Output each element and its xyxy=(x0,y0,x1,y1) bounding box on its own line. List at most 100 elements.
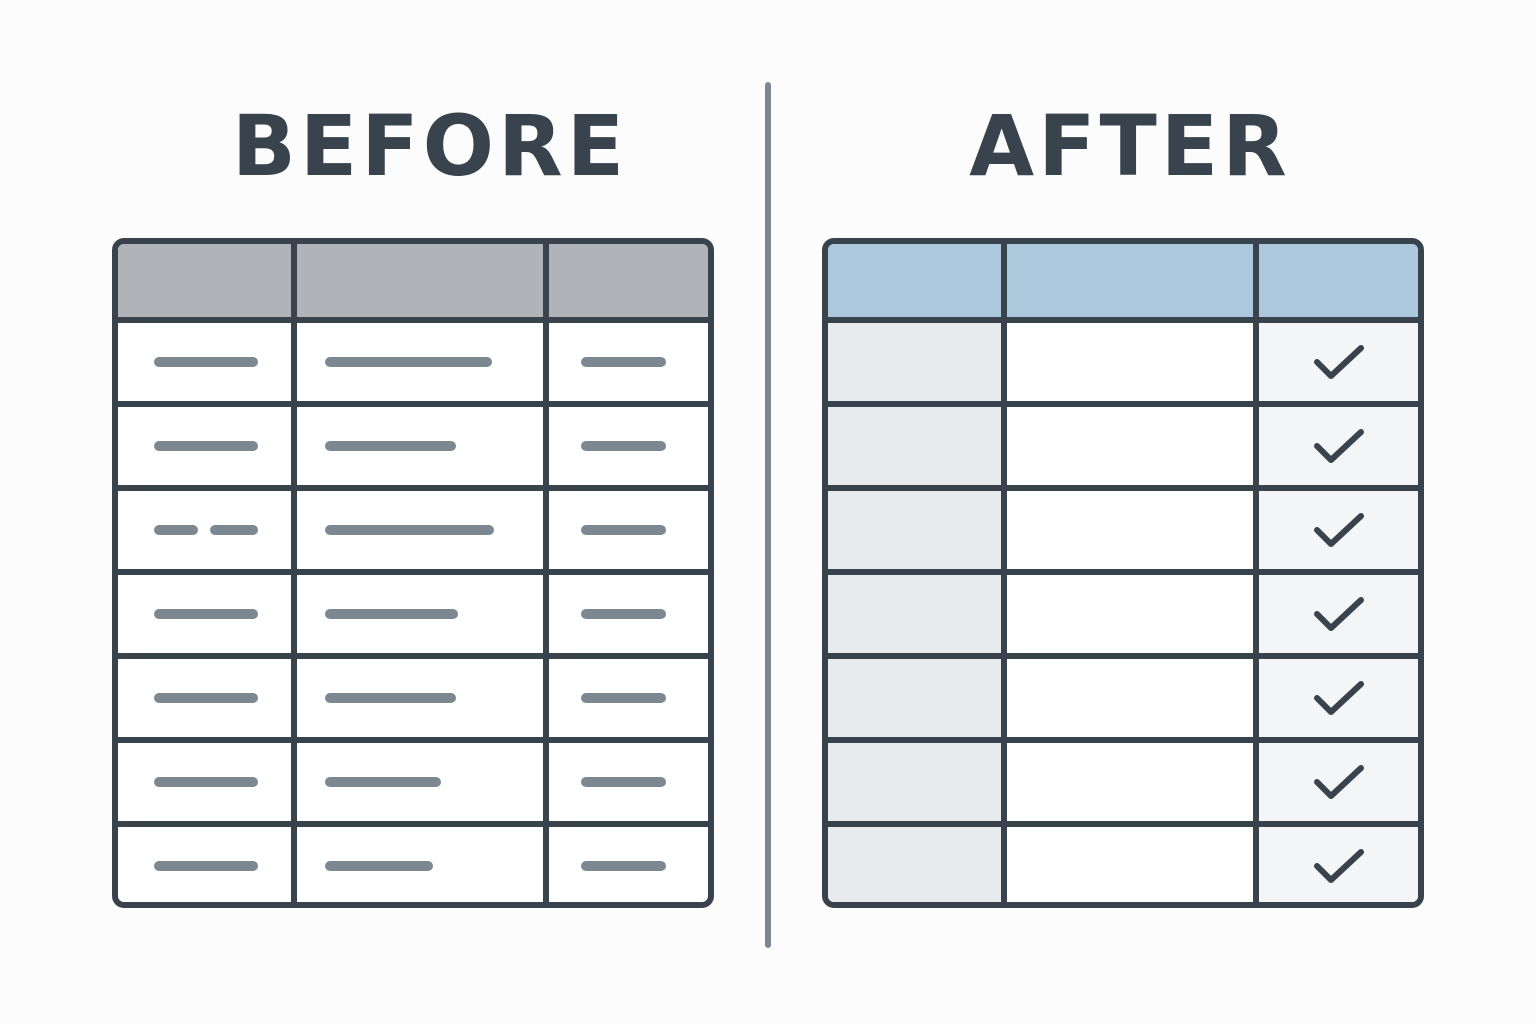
row-divider xyxy=(828,737,1418,743)
text-placeholder-bar xyxy=(154,861,258,871)
header-row xyxy=(828,244,1418,317)
text-placeholder-bar xyxy=(581,693,666,703)
center-divider xyxy=(765,82,771,948)
text-placeholder-bar xyxy=(581,861,666,871)
table-cell xyxy=(828,491,1001,569)
text-placeholder-bar xyxy=(154,525,198,535)
table-cell xyxy=(118,323,291,401)
table-cell xyxy=(297,407,543,485)
table-cell xyxy=(549,575,708,653)
table-cell xyxy=(1259,659,1418,737)
text-placeholder-bar xyxy=(325,357,492,367)
table-row xyxy=(828,323,1418,401)
table-cell xyxy=(297,743,543,821)
table-cell xyxy=(549,323,708,401)
table-row xyxy=(118,323,708,401)
row-divider xyxy=(828,401,1418,407)
checkmark-icon xyxy=(1311,592,1367,636)
table-cell xyxy=(118,407,291,485)
table-cell xyxy=(549,491,708,569)
table-cell xyxy=(297,575,543,653)
table-row xyxy=(118,743,708,821)
row-divider xyxy=(118,653,708,659)
text-placeholder-bar xyxy=(154,441,258,451)
table-cell xyxy=(828,743,1001,821)
header-divider xyxy=(828,317,1418,323)
text-placeholder-bar xyxy=(325,861,433,871)
row-divider xyxy=(118,569,708,575)
text-placeholder-bar xyxy=(325,609,458,619)
text-placeholder-bar xyxy=(210,525,258,535)
table-cell xyxy=(1007,407,1253,485)
after-title: AFTER xyxy=(969,97,1291,195)
table-cell xyxy=(297,491,543,569)
table-cell xyxy=(549,743,708,821)
row-divider xyxy=(118,821,708,827)
table-cell xyxy=(297,827,543,902)
table-cell xyxy=(549,659,708,737)
text-placeholder-bar xyxy=(325,693,456,703)
table-row xyxy=(828,407,1418,485)
table-row xyxy=(118,827,708,902)
table-row xyxy=(118,407,708,485)
row-divider xyxy=(118,401,708,407)
text-placeholder-bar xyxy=(581,777,666,787)
after-table xyxy=(822,238,1424,908)
column-divider xyxy=(543,244,549,902)
row-divider xyxy=(118,737,708,743)
column-divider xyxy=(291,244,297,902)
row-divider xyxy=(828,653,1418,659)
table-cell xyxy=(1259,491,1418,569)
table-cell xyxy=(1007,659,1253,737)
text-placeholder-bar xyxy=(581,441,666,451)
table-row xyxy=(118,575,708,653)
table-cell xyxy=(828,575,1001,653)
table-cell xyxy=(118,575,291,653)
text-placeholder-bar xyxy=(581,525,666,535)
header-divider xyxy=(118,317,708,323)
row-divider xyxy=(118,485,708,491)
checkmark-icon xyxy=(1311,508,1367,552)
table-row xyxy=(118,659,708,737)
header-row xyxy=(118,244,708,317)
table-cell xyxy=(118,659,291,737)
row-divider xyxy=(828,485,1418,491)
table-cell xyxy=(828,323,1001,401)
text-placeholder-bar xyxy=(581,357,666,367)
table-cell xyxy=(1259,743,1418,821)
column-divider xyxy=(1253,244,1259,902)
table-row xyxy=(828,491,1418,569)
table-cell xyxy=(1007,491,1253,569)
checkmark-icon xyxy=(1311,844,1367,888)
table-cell xyxy=(828,659,1001,737)
before-table xyxy=(112,238,714,908)
checkmark-icon xyxy=(1311,676,1367,720)
text-placeholder-bar xyxy=(581,609,666,619)
text-placeholder-bar xyxy=(325,525,494,535)
table-cell xyxy=(1007,743,1253,821)
checkmark-icon xyxy=(1311,760,1367,804)
table-row xyxy=(828,743,1418,821)
before-title: BEFORE xyxy=(231,97,629,195)
row-divider xyxy=(828,569,1418,575)
table-cell xyxy=(118,491,291,569)
table-row xyxy=(118,491,708,569)
table-cell xyxy=(1007,575,1253,653)
table-row xyxy=(828,659,1418,737)
table-row xyxy=(828,827,1418,902)
table-cell xyxy=(549,827,708,902)
table-cell xyxy=(1259,827,1418,902)
row-divider xyxy=(828,821,1418,827)
text-placeholder-bar xyxy=(154,693,258,703)
table-cell xyxy=(1007,323,1253,401)
column-divider xyxy=(1001,244,1007,902)
table-cell xyxy=(549,407,708,485)
text-placeholder-bar xyxy=(154,609,258,619)
table-cell xyxy=(118,827,291,902)
table-cell xyxy=(1007,827,1253,902)
text-placeholder-bar xyxy=(154,357,258,367)
checkmark-icon xyxy=(1311,340,1367,384)
table-cell xyxy=(1259,575,1418,653)
table-cell xyxy=(1259,407,1418,485)
table-row xyxy=(828,575,1418,653)
